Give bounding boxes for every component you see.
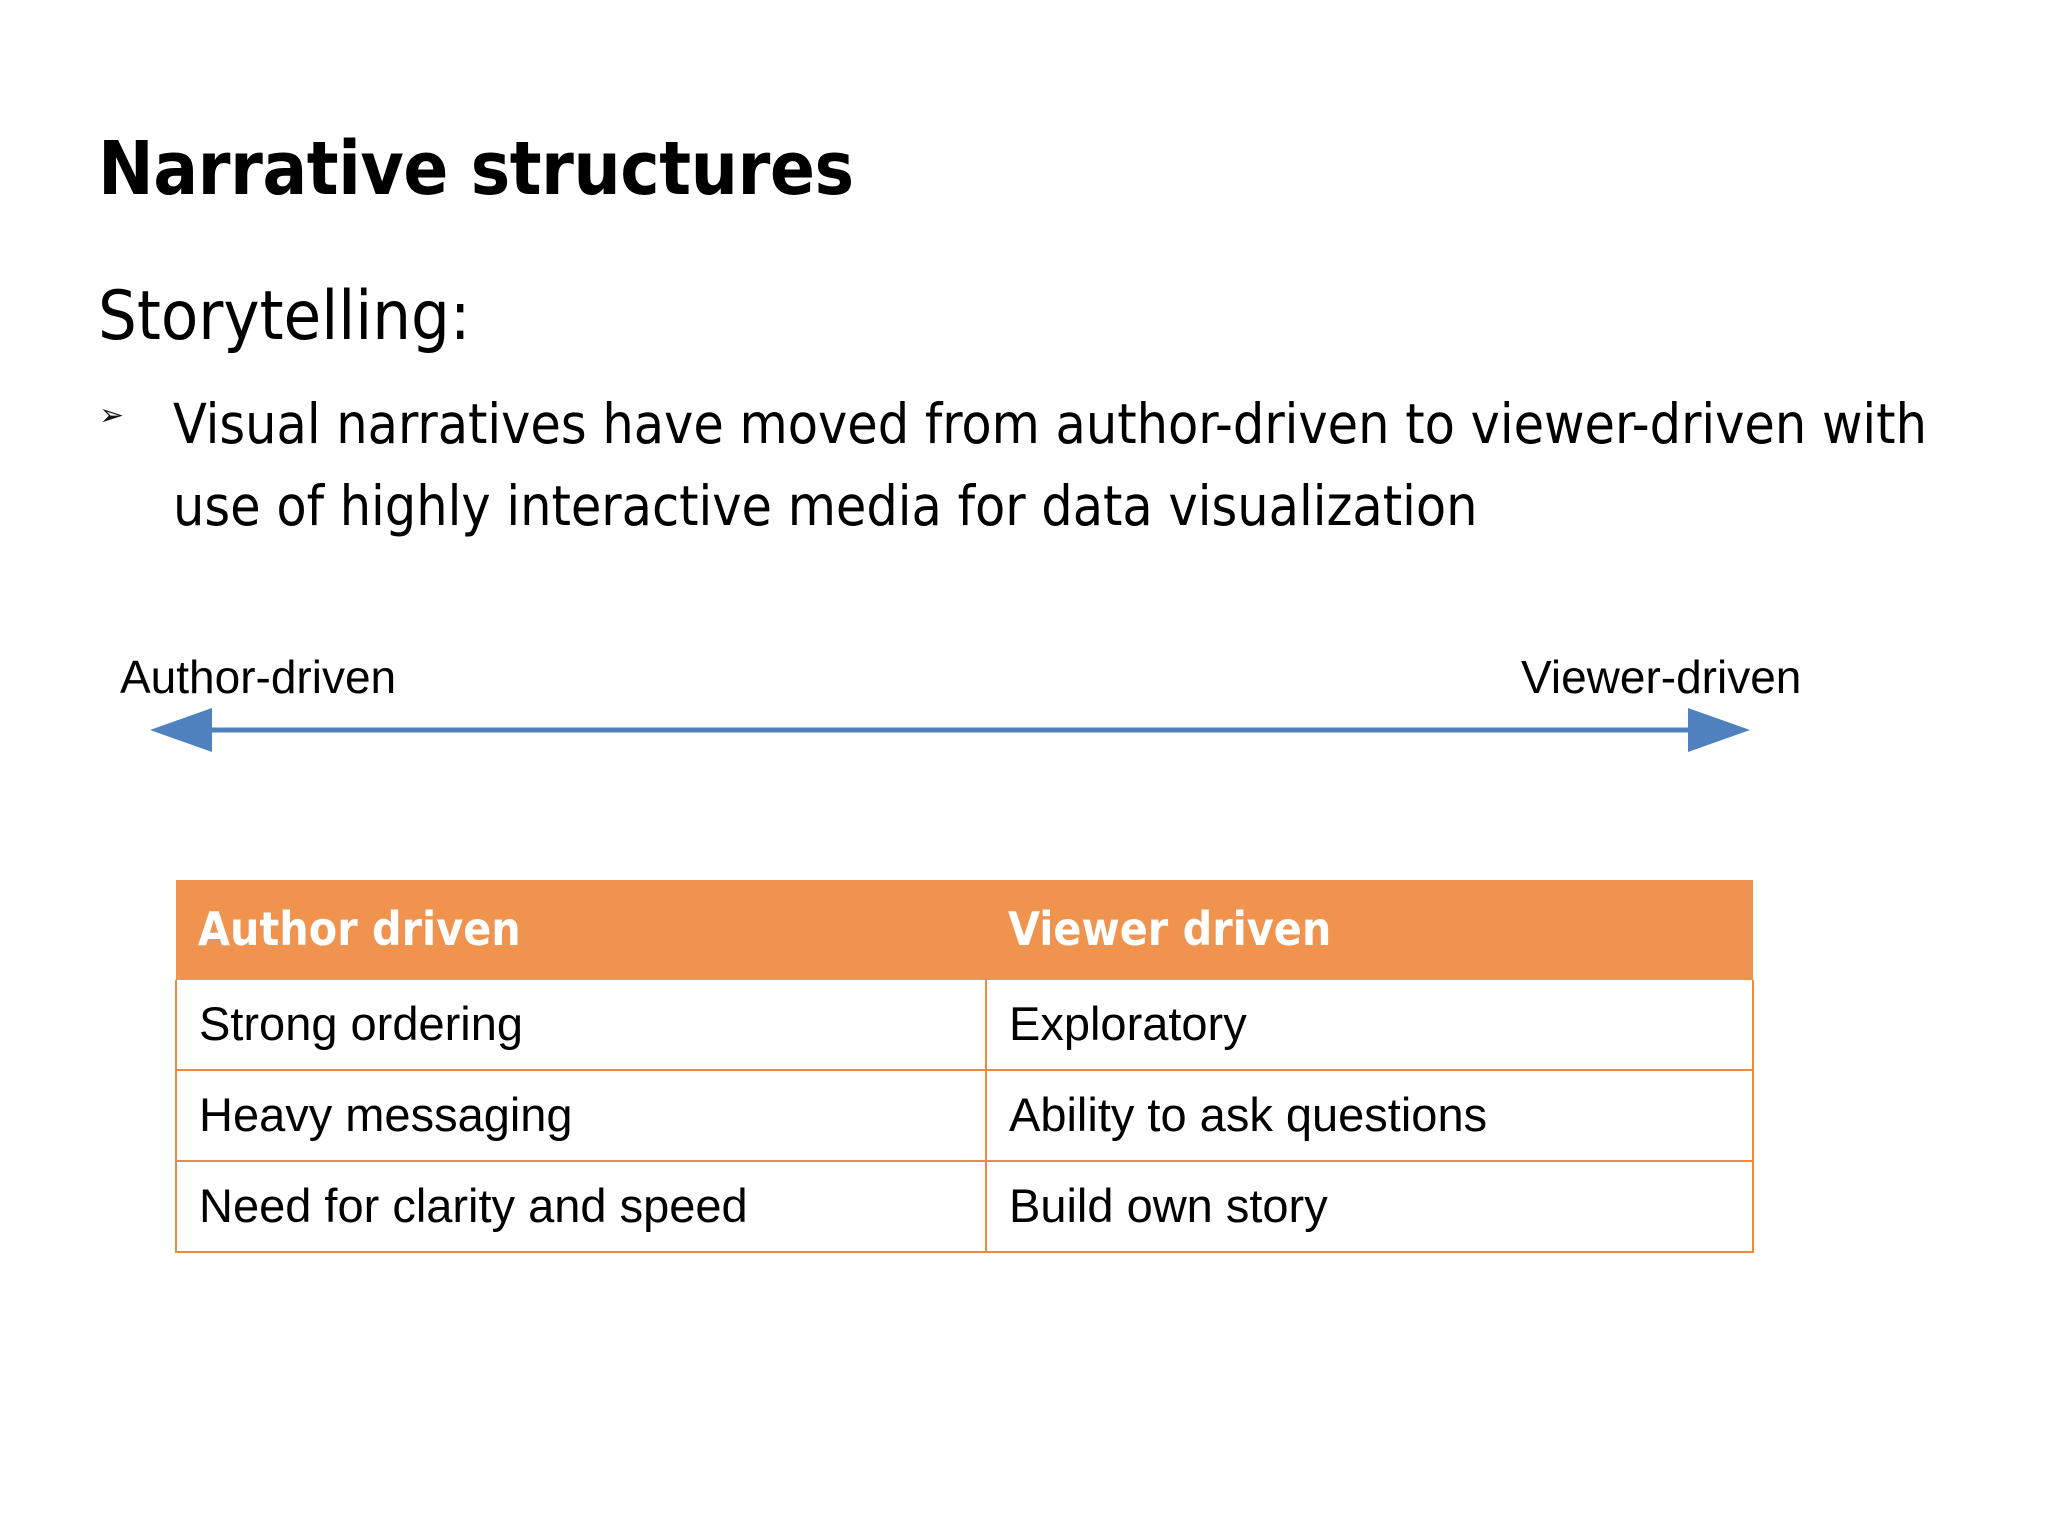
spectrum-diagram: Author-driven Viewer-driven <box>0 650 2048 760</box>
section-subtitle: Storytelling: <box>98 277 471 356</box>
table-cell: Ability to ask questions <box>985 1070 1754 1162</box>
spectrum-left-label: Author-driven <box>120 651 397 703</box>
comparison-table: Author driven Viewer driven Strong order… <box>175 880 1754 1253</box>
table-header-row: Author driven Viewer driven <box>176 880 1753 980</box>
table-row: Need for clarity and speed Build own sto… <box>175 1161 1754 1253</box>
spectrum-right-label: Viewer-driven <box>1521 651 1802 703</box>
table-row: Strong ordering Exploratory <box>175 980 1754 1071</box>
table-cell: Need for clarity and speed <box>175 1161 987 1253</box>
double-headed-arrow-icon <box>150 708 1750 752</box>
table-cell: Strong ordering <box>175 980 987 1071</box>
table-cell: Heavy messaging <box>175 1070 987 1162</box>
table-row: Heavy messaging Ability to ask questions <box>175 1070 1754 1162</box>
bullet-list-item: ➢ Visual narratives have moved from auth… <box>95 383 1985 547</box>
column-header-viewer-driven: Viewer driven <box>986 880 1753 980</box>
arrowhead-bullet-icon: ➢ <box>99 398 125 433</box>
column-header-author-driven: Author driven <box>176 880 986 980</box>
table-cell: Exploratory <box>985 980 1754 1071</box>
table-cell: Build own story <box>985 1161 1754 1253</box>
page-title: Narrative structures <box>98 126 854 212</box>
bullet-text: Visual narratives have moved from author… <box>173 392 1927 538</box>
